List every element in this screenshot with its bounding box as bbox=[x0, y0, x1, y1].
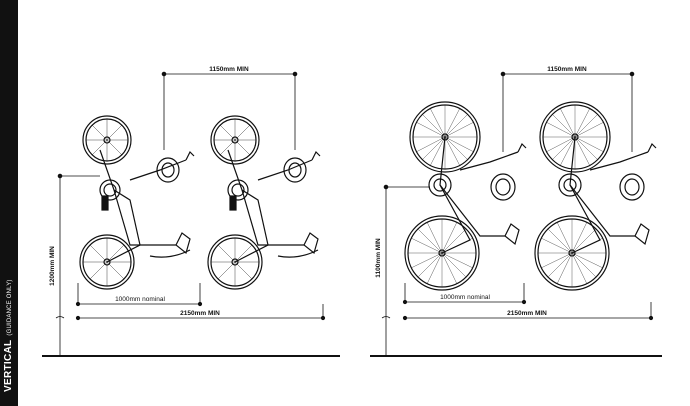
right-bottom-dimension: 2150mm MIN bbox=[507, 310, 547, 317]
right-height-dimension: 1100mm MIN bbox=[375, 238, 382, 278]
right-bike-1 bbox=[404, 101, 527, 291]
left-height-dimension: 1200mm MIN bbox=[49, 246, 56, 286]
right-bike-2 bbox=[534, 101, 657, 291]
right-top-dimension: 1150mm MIN bbox=[547, 66, 587, 73]
left-top-dimension: 1150mm MIN bbox=[209, 66, 249, 73]
left-bottom-dimension: 2150mm MIN bbox=[180, 310, 220, 317]
left-bike-1 bbox=[79, 115, 195, 290]
right-inner-dimension: 1000mm nominal bbox=[440, 294, 490, 301]
left-bike-2 bbox=[207, 115, 321, 290]
left-inner-dimension: 1000mm nominal bbox=[115, 296, 165, 303]
sidebar: VERTICAL(GUIDANCE ONLY) bbox=[0, 0, 18, 406]
right-diagram bbox=[370, 71, 662, 357]
left-diagram bbox=[42, 71, 340, 357]
